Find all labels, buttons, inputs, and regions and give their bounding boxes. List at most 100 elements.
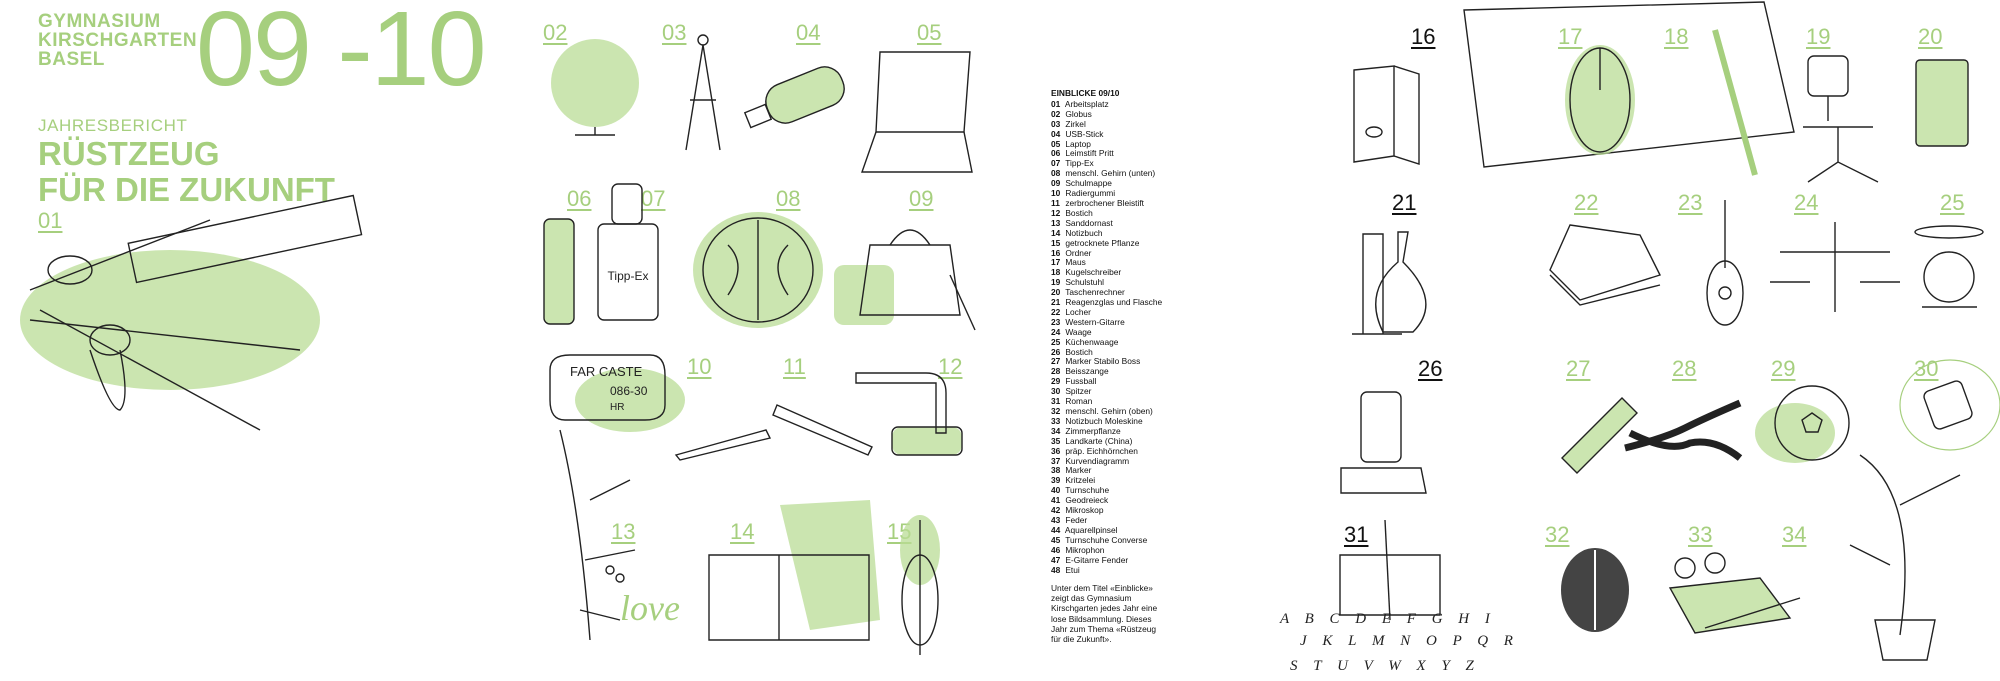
item-number-12: 12 [938,354,963,379]
index-item: 34 Zimmerpflanze [1051,425,1211,437]
moleskine-illustration [1668,552,1801,634]
index-item-label: Ordner [1065,247,1092,258]
glue-stick-illustration [543,218,575,325]
item-number-31: 31 [1344,522,1369,547]
index-item: 14 Notizbuch [1051,227,1211,239]
index-item-label: getrocknete Pflanze [1065,237,1140,248]
index-item: 26 Bostich [1051,347,1211,358]
usb-stick-illustration [743,66,845,129]
index-item-number: 22 [1051,306,1061,317]
index-item-number: 48 [1051,564,1061,575]
index-item-label: Mikrophon [1065,544,1105,555]
index-item-number: 04 [1051,128,1061,139]
index-item: 40 Turnschuhe [1051,485,1211,496]
index-item: 01 Arbeitsplatz [1051,99,1211,110]
hole-punch-illustration [1549,224,1661,306]
item-number-33: 33 [1688,522,1713,547]
index-item: 44 Aquarellpinsel [1051,525,1211,536]
index-item-label: Reagenzglas und Flasche [1065,297,1163,308]
index-item-label: Leimstift Pritt [1065,148,1114,159]
stapler-illustration [855,372,963,456]
index-item-number: 14 [1051,227,1061,238]
brain-top-illustration [1561,548,1629,632]
correction-fluid-label: Tipp-Ex [608,269,649,283]
index-item-label: Fussball [1065,376,1097,387]
index-item-number: 25 [1051,336,1061,347]
binder-illustration [1353,65,1420,165]
eraser-illustration: FAR CASTE 086-30 HR [549,354,685,432]
sea-buckthorn-illustration: love [559,429,680,641]
index-item: 11 zerbrochener Bleistift [1051,198,1211,209]
item-number-17: 17 [1558,24,1583,49]
index-item-label: Geodreieck [1065,495,1109,506]
index-item-label: Notizbuch Moleskine [1065,415,1143,426]
test-tube-flask-illustration [1352,231,1427,335]
index-item-label: Landkarte (China) [1065,435,1133,446]
index-item: 13 Sanddornast [1051,217,1211,229]
index-item-label: Roman [1065,396,1093,407]
kitchen-scale-illustration [1914,225,1984,308]
item-number-18: 18 [1664,24,1689,49]
index-item-number: 16 [1051,247,1061,258]
index-item-number: 02 [1051,108,1061,119]
house-plant-illustration [1849,359,2000,661]
index-item: 22 Locher [1051,306,1211,318]
index-item-label: Schulstuhl [1065,277,1104,288]
compass-illustration [685,34,721,151]
index-item: 24 Waage [1051,327,1211,338]
index-item-number: 30 [1051,386,1061,397]
index-item-label: Zirkel [1065,118,1086,129]
balance-scale-illustration [1770,222,1900,312]
item-number-23: 23 [1678,190,1703,215]
index-item: 43 Feder [1051,515,1211,526]
index-item-label: Turnschuhe Converse [1065,534,1148,545]
pliers-illustration [1624,399,1743,461]
item-number-04: 04 [796,20,821,45]
index-item-number: 41 [1051,495,1061,506]
index-item-label: Bostich [1065,207,1093,218]
index-item: 19 Schulstuhl [1051,277,1211,288]
index-item-number: 18 [1051,267,1061,278]
eraser-hardness-text: HR [610,402,624,413]
item-number-16: 16 [1411,24,1436,49]
report-headline: RÜSTZEUG FÜR DIE ZUKUNFT [38,136,335,208]
item-number-32: 32 [1545,522,1570,547]
index-item: 09 Schulmappe [1051,178,1211,189]
index-item: 47 E-Gitarre Fender [1051,554,1211,566]
index-item-label: Etui [1065,564,1080,575]
index-item-number: 13 [1051,217,1061,228]
index-item-number: 28 [1051,366,1061,377]
index-item-label: präp. Eichhörnchen [1065,445,1138,456]
item-number-34: 34 [1782,522,1807,547]
index-item: 27 Marker Stabilo Boss [1051,357,1211,367]
item-number-07: 07 [641,186,666,211]
guitar-illustration [1706,200,1744,326]
index-item: 38 Marker [1051,465,1211,476]
football-illustration [1755,385,1850,463]
index-item-number: 20 [1051,287,1061,298]
index-item-label: Spitzer [1065,386,1092,397]
item-number-27: 27 [1566,356,1591,381]
headline-line: FÜR DIE ZUKUNFT [38,171,335,208]
index-item-label: Laptop [1065,138,1091,149]
index-item-label: Kurvendiagramm [1065,455,1130,466]
index-item-number: 47 [1051,554,1061,565]
index-item-label: Zimmerpflanze [1065,425,1121,436]
school-year: 09 -10 [196,0,487,108]
index-item-label: Maus [1065,257,1086,268]
index-item: 41 Geodreieck [1051,495,1211,506]
index-item-number: 15 [1051,237,1061,248]
index-item: 35 Landkarte (China) [1051,435,1211,447]
index-item-number: 42 [1051,505,1061,516]
index-item-label: Mikroskop [1065,505,1104,516]
globe-illustration [551,39,639,136]
item-number-09: 09 [909,186,934,211]
index-item-label: Sanddornast [1065,217,1113,228]
index-item: 39 Kritzelei [1051,475,1211,486]
index-item-number: 45 [1051,534,1061,545]
broken-pencil-illustration [674,404,873,461]
school-name: GYMNASIUM KIRSCHGARTEN BASEL [38,12,197,69]
item-number-14: 14 [730,519,755,544]
